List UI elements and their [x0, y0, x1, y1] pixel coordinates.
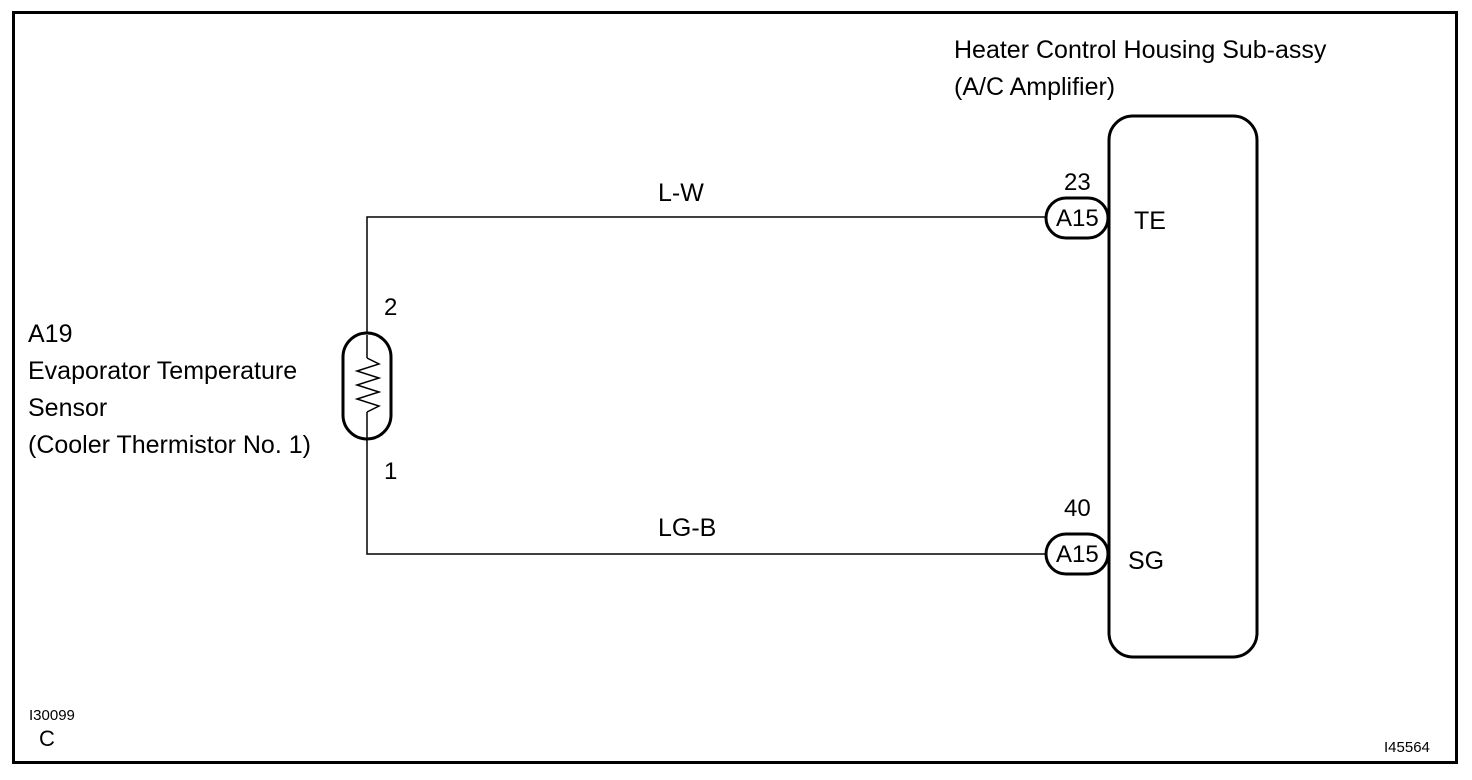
connector-a15-pin-23	[1044, 196, 1110, 240]
sensor-pin-2: 2	[384, 294, 398, 321]
thermistor-icon	[354, 335, 382, 438]
terminal-pin-40: 40	[1064, 495, 1091, 522]
connector-a15-label-top: A15	[1056, 205, 1099, 232]
sensor-name-line1: Evaporator Temperature	[28, 357, 298, 385]
sensor-connector-id: A19	[28, 320, 73, 348]
connector-a15-label-bottom: A15	[1056, 541, 1099, 568]
amplifier-housing-box	[1107, 114, 1259, 659]
terminal-pin-23: 23	[1064, 169, 1091, 196]
diagram-border	[12, 11, 1458, 764]
amplifier-title-line1: Heater Control Housing Sub-assy	[954, 36, 1327, 64]
wire-color-lg-b: LG-B	[658, 514, 717, 542]
wire-lg-b	[366, 438, 1046, 555]
sensor-body	[341, 331, 393, 441]
amplifier-title-line2: (A/C Amplifier)	[954, 73, 1116, 101]
wire-color-l-w: L-W	[658, 179, 704, 207]
terminal-name-sg: SG	[1128, 547, 1165, 575]
sensor-pin-1: 1	[384, 458, 398, 485]
connector-a15-pin-40	[1044, 532, 1110, 576]
sensor-name-line3: (Cooler Thermistor No. 1)	[28, 431, 311, 459]
wire-l-w	[366, 216, 1046, 335]
figure-code-left: I30099	[29, 707, 75, 724]
terminal-name-te: TE	[1134, 207, 1166, 235]
figure-code-left-sub: C	[39, 726, 55, 751]
figure-code-right: I45564	[1384, 739, 1430, 756]
sensor-name-line2: Sensor	[28, 394, 108, 422]
